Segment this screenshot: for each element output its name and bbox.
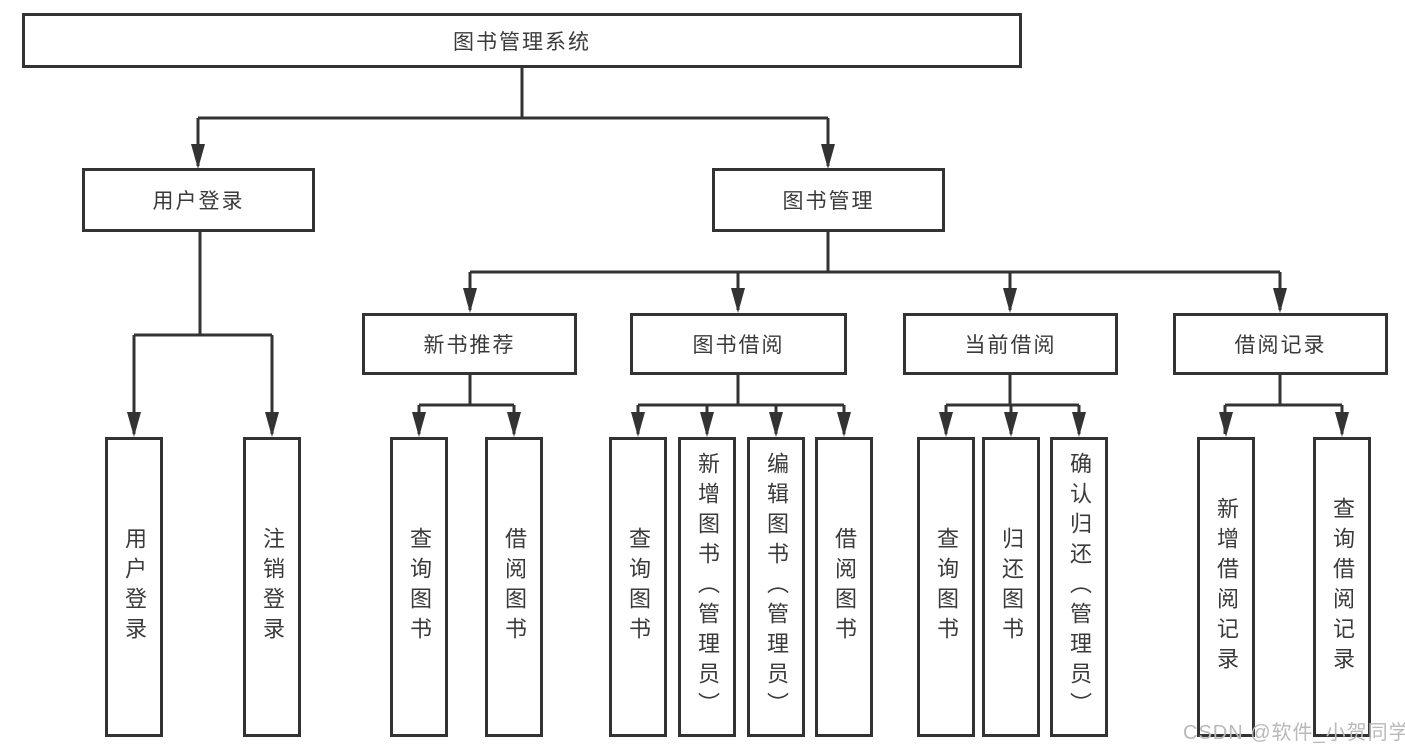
- node-book-borrowing: 图书借阅: [630, 313, 847, 375]
- leaf-recommend-borrow-books: 借阅图书: [485, 437, 543, 737]
- node-label: 图书借阅: [692, 334, 785, 357]
- node-label: 借阅记录: [1234, 334, 1327, 357]
- node-label: 查询图书: [407, 527, 432, 647]
- node-book-management: 图书管理: [712, 168, 945, 232]
- node-label: 借阅图书: [832, 527, 857, 647]
- leaf-records-query-record: 查询借阅记录: [1313, 437, 1371, 737]
- leaf-current-confirm-return-admin: 确认归还（管理员）: [1050, 437, 1108, 737]
- node-label: 新书推荐: [423, 334, 516, 357]
- leaf-borrow-add-books-admin: 新增图书（管理员）: [678, 437, 736, 737]
- leaf-current-query-books: 查询图书: [917, 437, 975, 737]
- node-label: 当前借阅: [964, 334, 1057, 357]
- arrowheads: [127, 144, 1349, 437]
- node-label: 查询借阅记录: [1330, 497, 1355, 677]
- node-label: 归还图书: [999, 527, 1024, 647]
- node-label: 用户登录: [152, 190, 245, 213]
- csdn-watermark: CSDN @软件_小贺同学: [1183, 722, 1405, 744]
- leaf-user-login: 用户登录: [105, 437, 163, 737]
- node-current-borrowing: 当前借阅: [903, 313, 1118, 375]
- node-label: 用户登录: [122, 527, 147, 647]
- node-label: 注销登录: [260, 527, 285, 647]
- leaf-logout: 注销登录: [243, 437, 301, 737]
- node-label: 借阅图书: [502, 527, 527, 647]
- leaf-records-add-record: 新增借阅记录: [1197, 437, 1255, 737]
- node-label: 查询图书: [934, 527, 959, 647]
- node-label: 图书管理: [782, 190, 875, 213]
- node-label: 确认归还（管理员）: [1067, 452, 1092, 722]
- node-borrowing-records: 借阅记录: [1173, 313, 1388, 375]
- leaf-recommend-query-books: 查询图书: [390, 437, 448, 737]
- node-root-system: 图书管理系统: [22, 13, 1022, 68]
- leaf-borrow-borrow-books: 借阅图书: [815, 437, 873, 737]
- node-new-book-recommend: 新书推荐: [362, 313, 577, 375]
- node-label: 新增借阅记录: [1214, 497, 1239, 677]
- node-label: 查询图书: [626, 527, 651, 647]
- leaf-current-return-books: 归还图书: [982, 437, 1040, 737]
- node-label: 图书管理系统: [453, 30, 591, 54]
- tree-edges: [132, 68, 1344, 434]
- node-label: 新增图书（管理员）: [695, 452, 720, 722]
- leaf-borrow-query-books: 查询图书: [609, 437, 667, 737]
- node-user-login: 用户登录: [82, 168, 315, 232]
- node-label: 编辑图书（管理员）: [764, 452, 789, 722]
- leaf-borrow-edit-books-admin: 编辑图书（管理员）: [747, 437, 805, 737]
